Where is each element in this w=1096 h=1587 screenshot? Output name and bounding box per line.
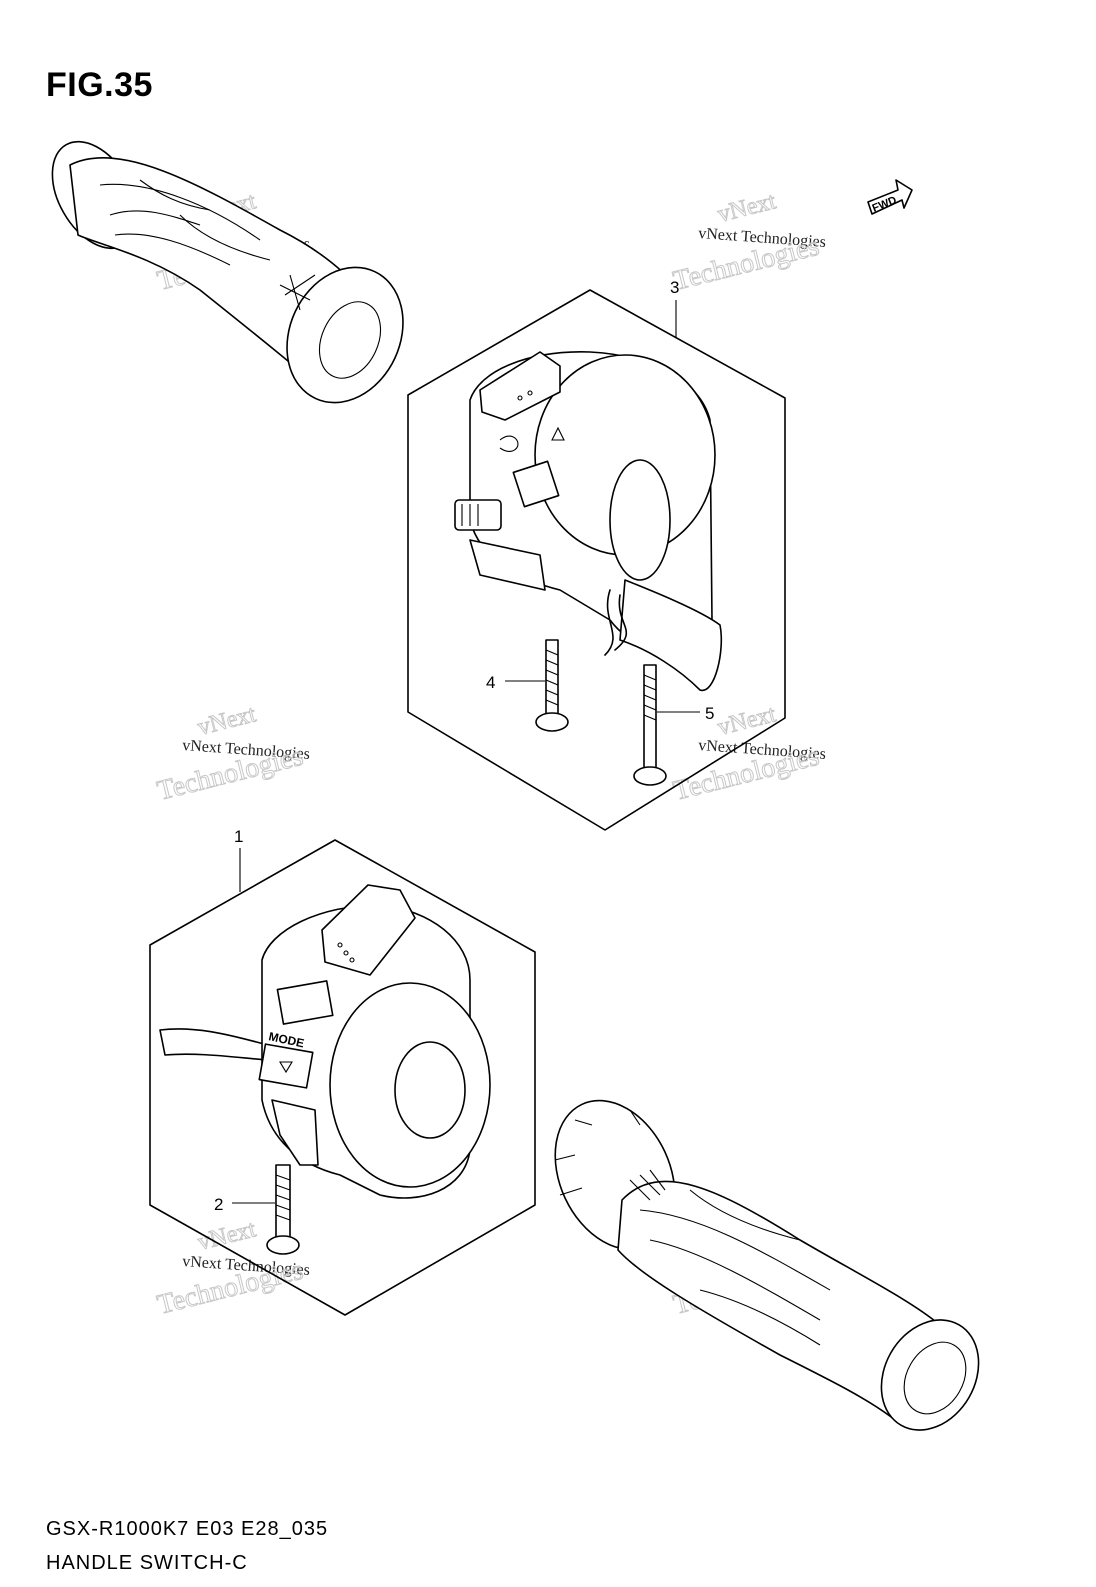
model-code: GSX-R1000K7 E03 E28_035 — [46, 1518, 329, 1540]
watermark-mid-left: vNext vNext Technologies Technologies — [154, 701, 311, 807]
screw-4 — [505, 639, 569, 732]
fwd-label: FWD — [871, 194, 899, 215]
forward-direction-arrow: FWD — [867, 179, 913, 215]
watermark-vnext: vNext — [715, 188, 779, 227]
figure-label: FIG.35 — [46, 66, 153, 104]
right-handle-switch — [454, 351, 723, 691]
section-name: HANDLE SWITCH-C — [46, 1552, 248, 1574]
left-handle-switch: MODE — [159, 884, 491, 1199]
left-switch-kit-outline — [149, 839, 536, 1316]
watermark-top-right: vNext vNext Technologies Technologies — [670, 188, 827, 297]
callout-4: 4 — [486, 673, 495, 692]
screw-5 — [633, 664, 700, 786]
right-handlebar-grip — [554, 1099, 980, 1431]
callout-5: 5 — [705, 704, 714, 723]
screw-2 — [232, 1164, 300, 1255]
watermark-vnext: vNext — [195, 701, 259, 740]
callout-1: 1 — [234, 827, 243, 846]
right-switch-kit-outline — [407, 289, 786, 831]
left-handlebar-grip — [51, 140, 404, 404]
callout-3: 3 — [670, 278, 679, 297]
callout-2: 2 — [214, 1195, 223, 1214]
watermark-vnext: vNext — [715, 701, 779, 740]
watermark-mid-right: vNext vNext Technologies Technologies — [670, 701, 827, 807]
